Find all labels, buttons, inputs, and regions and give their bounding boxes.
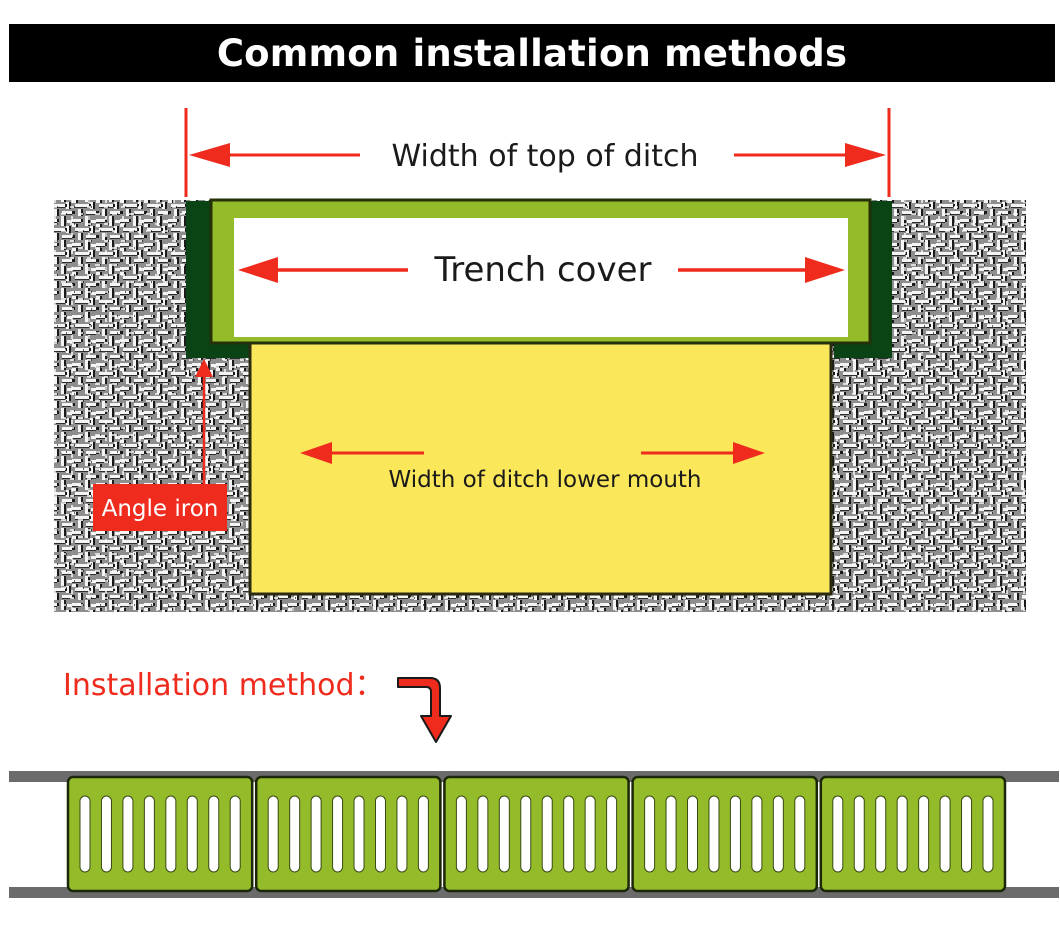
grating-slot — [606, 795, 618, 873]
grating-panel — [66, 775, 254, 893]
grating-slot — [832, 795, 844, 873]
grating-slot — [79, 795, 91, 873]
cover-left-arrow-icon — [238, 257, 408, 283]
installation-method-label: Installation method： — [63, 668, 385, 703]
grating-slot — [939, 795, 951, 873]
angle-iron-pointer-icon — [195, 359, 213, 486]
grating-slot — [918, 795, 930, 873]
grating-slot — [961, 795, 973, 873]
grating-slot — [143, 795, 155, 873]
top-width-right-arrow-icon — [734, 143, 886, 167]
grating-slot — [665, 795, 677, 873]
grating-panels — [66, 775, 1007, 893]
grating-slot — [186, 795, 198, 873]
grating-slot — [520, 795, 532, 873]
grating-slot — [772, 795, 784, 873]
grating-slot — [374, 795, 386, 873]
grating-slot — [644, 795, 656, 873]
grating-panel — [819, 775, 1007, 893]
grating-slot — [165, 795, 177, 873]
grating-slot — [229, 795, 241, 873]
top-width-label: Width of top of ditch — [392, 139, 699, 174]
grating-slot — [267, 795, 279, 873]
angle-iron-label-box — [93, 484, 227, 531]
grating-slot — [982, 795, 994, 873]
grating-slot — [332, 795, 344, 873]
grating-slot — [100, 795, 112, 873]
grating-slot — [455, 795, 467, 873]
grating-slot — [687, 795, 699, 873]
grating-slot — [853, 795, 865, 873]
lower-left-arrow-icon — [300, 442, 424, 464]
trench-cover-label: Trench cover — [433, 250, 651, 290]
grating-slot — [208, 795, 220, 873]
lower-width-label: Width of ditch lower mouth — [389, 467, 702, 493]
grating-slot — [708, 795, 720, 873]
bent-arrow-down-icon — [397, 677, 452, 743]
grating-panel — [443, 775, 630, 893]
grating-slot — [310, 795, 322, 873]
grating-slot — [794, 795, 806, 873]
grating-slot — [563, 795, 575, 873]
grating-slot — [875, 795, 887, 873]
grating-slot — [584, 795, 596, 873]
grating-slot — [729, 795, 741, 873]
lower-right-arrow-icon — [641, 442, 765, 464]
grating-slot — [477, 795, 489, 873]
grating-slot — [498, 795, 510, 873]
grating-slot — [751, 795, 763, 873]
grating-slot — [353, 795, 365, 873]
grating-slot — [896, 795, 908, 873]
grating-slot — [541, 795, 553, 873]
rail-bottom — [9, 887, 1059, 898]
grating-slot — [396, 795, 408, 873]
top-width-left-arrow-icon — [189, 143, 360, 167]
grating-panel — [254, 775, 442, 893]
grating-slot — [289, 795, 301, 873]
cover-right-arrow-icon — [678, 257, 845, 283]
angle-iron-label: Angle iron — [102, 496, 219, 522]
page-title: Common installation methods — [216, 31, 848, 75]
grating-panel — [631, 775, 819, 893]
grating-slot — [122, 795, 134, 873]
title-bar: Common installation methods — [9, 24, 1055, 82]
grating-slot — [417, 795, 429, 873]
